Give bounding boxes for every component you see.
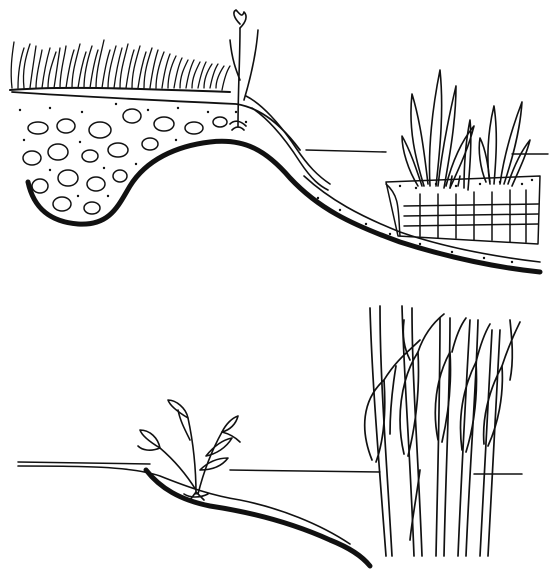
lower-panel	[18, 306, 522, 566]
tall-reed-stems	[365, 306, 520, 556]
basket-plants	[402, 70, 530, 190]
shallow-shelf	[18, 466, 350, 544]
deep-basin	[146, 470, 370, 566]
grass-tuft	[10, 40, 230, 92]
marginal-plant	[230, 10, 258, 130]
gravel-fill-mound	[12, 92, 540, 272]
upper-panel	[10, 10, 548, 272]
water-surface	[306, 150, 548, 154]
bog-plant	[138, 400, 240, 500]
planting-basket	[386, 176, 540, 244]
